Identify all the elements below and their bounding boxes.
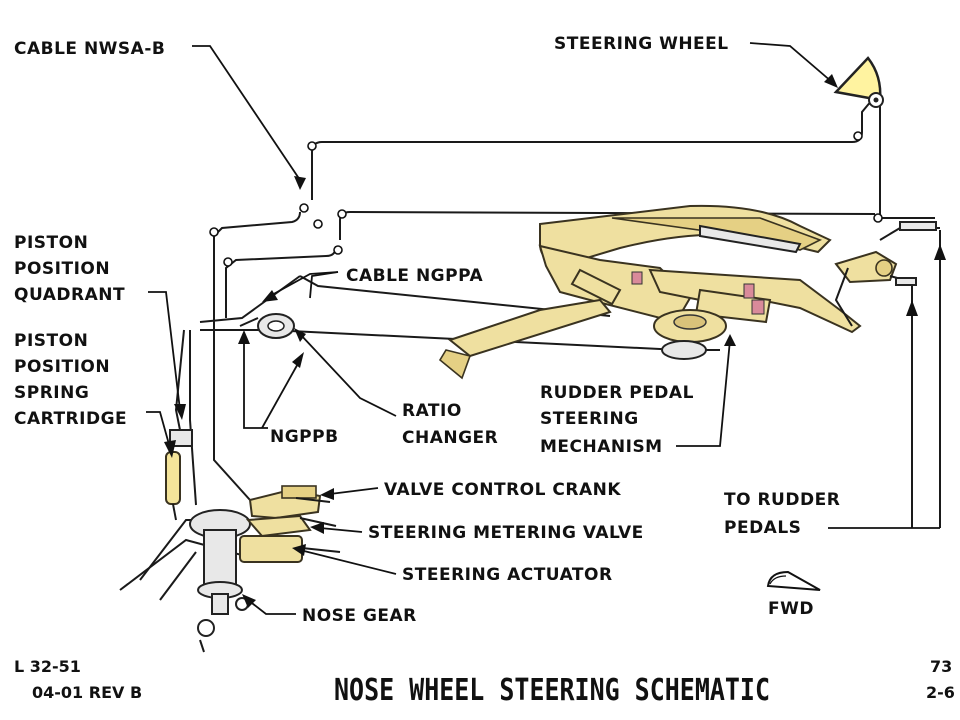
label-cable-nwsa-b: CABLE NWSA-B [14,39,165,59]
label-steering-wheel: STEERING WHEEL [554,34,729,54]
pulley [853,131,863,141]
footer-revision: 04-01 REV B [32,683,142,702]
footer: L 32-51 04-01 REV B NOSE WHEEL STEERING … [14,657,955,708]
cable-vertical-to-gear-2 [213,320,251,501]
pulley [209,227,219,237]
cable-vertical-to-gear [189,330,197,506]
label-fwd: FWD [768,599,814,619]
pulley [873,213,883,223]
label-piston-position-quadrant-l3: QUADRANT [14,285,125,305]
label-spring-cartridge-l4: CARTRIDGE [14,409,127,429]
label-steering-actuator: STEERING ACTUATOR [402,565,613,585]
footer-ref-left: L 32-51 [14,657,81,676]
pulley [333,245,343,255]
piston-position-assembly [165,329,193,521]
label-piston-position-quadrant-l1: PISTON [14,233,88,253]
label-steering-metering-valve: STEERING METERING VALVE [368,523,644,543]
label-spring-cartridge-l1: PISTON [14,331,88,351]
cable-top-return [879,106,935,219]
label-to-rudder-pedals-l1: TO RUDDER [724,490,840,510]
label-valve-control-crank: VALVE CONTROL CRANK [384,480,621,500]
nose-gear [119,509,261,653]
labels: CABLE NWSA-B STEERING WHEEL PISTON POSIT… [14,34,840,626]
leader-lines [146,42,946,615]
footer-page-sub: 2-6 [926,683,955,702]
label-cable-ngppa: CABLE NGPPA [346,266,483,286]
footer-page-number: 73 [930,657,952,676]
pulley [223,257,233,267]
label-spring-cartridge-l2: POSITION [14,357,110,377]
cable-ngppa-lower [299,275,611,317]
label-rudder-pedal-l3: MECHANISM [540,437,663,457]
label-piston-position-quadrant-l2: POSITION [14,259,110,279]
label-spring-cartridge-l3: SPRING [14,383,89,403]
pulley [313,219,323,229]
schematic-title: NOSE WHEEL STEERING SCHEMATIC [334,673,770,708]
label-ratio-changer-l2: CHANGER [402,428,498,448]
steering-wheel [833,56,884,108]
label-to-rudder-pedals-l2: PEDALS [724,518,801,538]
ratio-changer [239,313,295,339]
pulley [307,141,317,151]
cable-nwsa-b-run [311,99,873,200]
label-rudder-pedal-l2: STEERING [540,409,639,429]
label-ratio-changer-l1: RATIO [402,401,462,421]
cable-second-run [213,211,301,320]
label-ngppb: NGPPB [270,427,339,447]
cable-fourth-run [225,245,337,318]
pulley [299,203,309,213]
fwd-arrow [766,570,821,591]
label-rudder-pedal-l1: RUDDER PEDAL [540,383,694,403]
label-nose-gear: NOSE GEAR [302,606,417,626]
steering-valve-actuator [239,485,341,563]
pulley [337,209,347,219]
rudder-pedal-steering-mechanism [438,204,940,380]
